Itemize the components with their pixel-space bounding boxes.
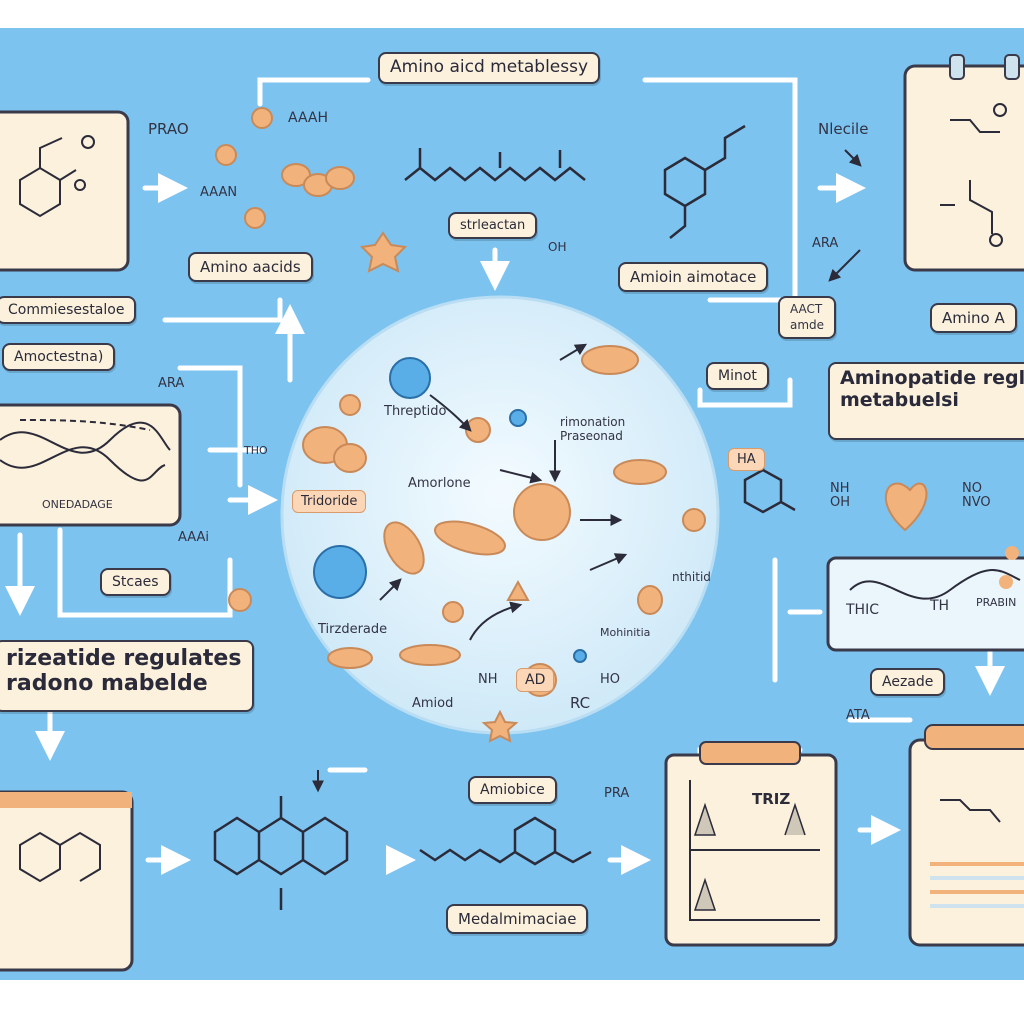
- label-no-nvo: NO NVO: [962, 481, 991, 511]
- label-mohinitia: Mohinitia: [600, 626, 651, 639]
- label-aaah: AAAH: [288, 110, 329, 126]
- blue-nodes: [313, 357, 587, 663]
- molecule-structures: [213, 124, 796, 910]
- label-oh-top: OH: [548, 240, 567, 254]
- label-nlecile: Nlecile: [818, 120, 869, 138]
- label-amoct: Amoctestna): [2, 343, 116, 371]
- label-amiobice: Amiobice: [468, 776, 557, 804]
- label-minot: Minot: [706, 362, 769, 390]
- label-rimonation: rimonation Praseonad: [560, 415, 626, 444]
- label-tho: THO: [244, 444, 268, 457]
- label-ata: ATA: [846, 708, 870, 723]
- orange-molecules: [215, 107, 928, 743]
- label-aaai: AAAi: [178, 530, 210, 545]
- panel-bottom-right: [908, 724, 1024, 947]
- panel-top-right: [903, 54, 1024, 272]
- label-medalmimaciae: Medalmimaciae: [446, 904, 589, 934]
- label-aact: AACT amde: [778, 296, 837, 340]
- label-amiod: Amiod: [412, 696, 454, 711]
- label-prao: PRAO: [148, 120, 189, 138]
- label-nh-oh: NH OH: [830, 481, 851, 511]
- label-ara-left: ARA: [158, 376, 185, 391]
- label-triz: TRIZ: [752, 790, 791, 808]
- label-pra-bottom: PRA: [604, 786, 630, 801]
- label-prabin: PRABIN: [976, 596, 1017, 609]
- label-ho-bottom: HO: [600, 672, 621, 687]
- label-aaan: AAAN: [200, 185, 238, 200]
- label-nthitid: nthitid: [672, 570, 711, 584]
- label-trizderade: Tirzderade: [318, 622, 388, 637]
- panel-top-left: [0, 110, 130, 272]
- panel-triz-chart: [664, 741, 838, 947]
- label-aminopatide: Aminopatide regl metabuelsi: [828, 362, 1024, 440]
- label-strleactan: strleactan: [448, 212, 538, 239]
- label-stcaes: Stcaes: [100, 568, 171, 596]
- label-tridoride: Tridoride: [292, 490, 367, 513]
- label-amino-a: Amino A: [930, 303, 1017, 333]
- label-th: TH: [930, 598, 950, 614]
- label-ara-right: ARA: [812, 236, 839, 251]
- label-ad: AD: [516, 668, 555, 692]
- panel-right-wave: [826, 546, 1024, 652]
- label-onedadage: ONEDADAGE: [42, 498, 113, 511]
- panel-bottom-left: [0, 790, 134, 972]
- label-amino-aacids: Amino aacids: [188, 252, 313, 282]
- label-threptido: Threptido: [384, 404, 447, 419]
- label-nh-bottom: NH: [478, 672, 498, 687]
- label-amioin-aimotace: Amioin aimotace: [618, 262, 769, 292]
- label-rc: RC: [570, 694, 591, 712]
- label-thic: THIC: [846, 602, 879, 618]
- diagram-title: Amino aicd metablessy: [378, 52, 601, 84]
- label-amorlone: Amorlone: [408, 476, 471, 491]
- label-ha-chip: HA: [728, 448, 765, 471]
- interior-arrows: [312, 149, 862, 793]
- label-commies: Commiesestaloe: [0, 296, 137, 324]
- label-aezade: Aezade: [870, 668, 946, 696]
- label-rizeatide: rizeatide regulates radono mabelde: [0, 640, 254, 712]
- panel-wave: [0, 403, 182, 527]
